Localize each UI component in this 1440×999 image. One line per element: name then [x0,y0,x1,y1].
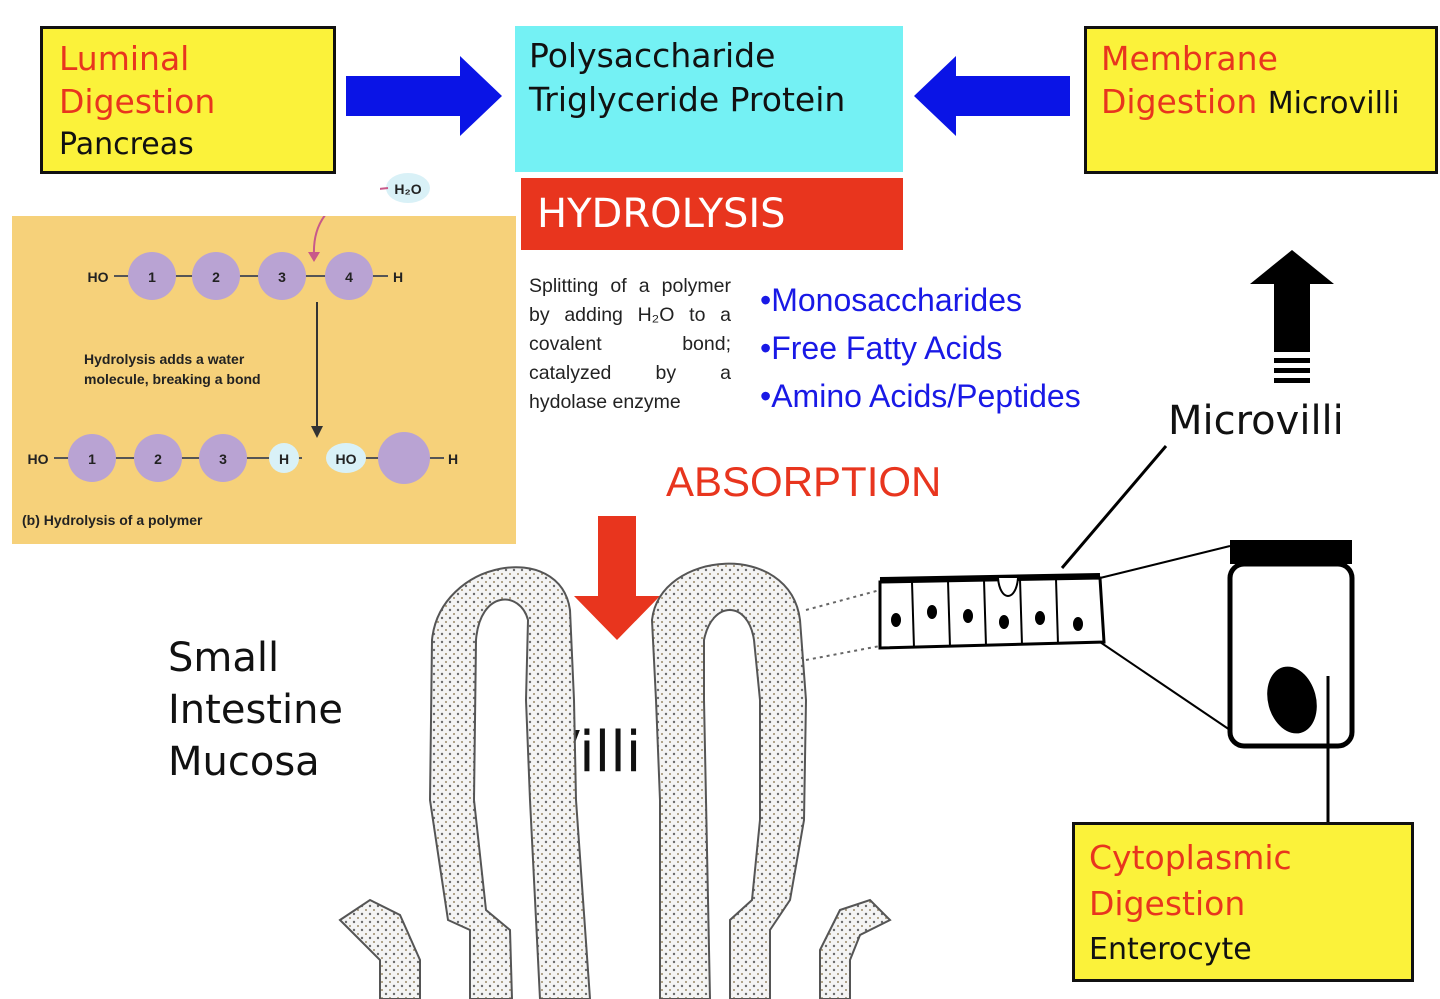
membrane-site: Microvilli [1267,86,1400,121]
membrane-title-line1: Membrane [1101,39,1278,78]
h-label: H [448,451,458,467]
h-bubble [269,443,299,473]
luminal-title-line1: Luminal [59,39,190,78]
substrates-line2: Triglyceride Protein [529,80,846,119]
hydrolysis-definition: Splitting of a polymer by adding H₂O to … [529,275,731,413]
luminal-arrow [346,56,502,136]
ho-label: HO [28,451,49,467]
product-item: •Free Fatty Acids [760,330,1003,366]
luminal-title-line2: Digestion [59,82,216,121]
inset-caption-line2: molecule, breaking a bond [84,371,261,387]
monomer-label: 3 [219,451,227,467]
monomer-1 [68,434,116,482]
epithelium-strip [878,573,1106,650]
villi-illustration [338,562,892,999]
enterocyte-cell [1227,540,1355,749]
upward-arrow [1250,250,1334,383]
water-molecule-icon: H₂O [380,173,430,203]
absorption-arrow [574,516,660,640]
products-list: •Monosaccharides •Free Fatty Acids •Amin… [760,276,1081,420]
monomer-3 [199,434,247,482]
cytoplasmic-title-line2: Digestion [1089,884,1246,923]
absorption-label: ABSORPTION [666,458,942,505]
luminal-digestion-box: Luminal Digestion Pancreas [40,26,336,174]
zoom-connector [805,589,881,611]
zoom-line [1099,641,1231,731]
cytoplasmic-site: Enterocyte [1089,932,1252,967]
mucosa-label: Small Intestine Mucosa [168,632,343,788]
mucosa-line1: Small [168,635,280,681]
zoom-connector [805,645,881,661]
monomer-4-released [378,432,430,484]
monomer-label: 3 [278,269,286,285]
water-label: H₂O [394,181,421,197]
substrates-box: Polysaccharide Triglyceride Protein [515,26,903,172]
membrane-digestion-box: Membrane Digestion Microvilli [1084,26,1438,174]
monomer-2 [134,434,182,482]
monomer-label: 2 [212,269,220,285]
membrane-title-line2: Digestion [1101,82,1258,121]
monomer-label: 4 [345,269,353,285]
h-backdrop [444,448,462,468]
h-label: H [279,451,289,467]
membrane-arrow [914,56,1070,136]
microvilli-label: Microvilli [1168,398,1344,444]
monomer-label: 1 [148,269,156,285]
cytoplasmic-title-line1: Cytoplasmic [1089,838,1292,877]
hydrolysis-inset: 1 2 3 4 HO H Hydrolysis adds a water mol… [12,174,516,544]
monomer-4 [325,252,373,300]
reaction-arrowhead [311,426,323,438]
ho-label: HO [336,451,357,467]
zoom-line [1099,545,1231,579]
ho-label: HO [88,269,109,285]
monomer-3 [258,252,306,300]
ho-backdrop [22,448,54,468]
h-backdrop [388,266,406,286]
product-item: •Monosaccharides [760,282,1022,318]
h-label: H [393,269,403,285]
product-item: •Amino Acids/Peptides [760,378,1081,414]
ho-backdrop [82,266,114,286]
monomer-2 [192,252,240,300]
water-arrowhead [308,252,320,262]
monomer-label: 1 [88,451,96,467]
inset-figure-caption: (b) Hydrolysis of a polymer [22,512,203,528]
hydrolysis-banner: HYDROLYSIS [521,178,903,250]
monomer-label: 2 [154,451,162,467]
mucosa-line3: Mucosa [168,739,320,785]
hydrolysis-inset-diagram: 1 2 3 4 HO H Hydrolysis adds a water mol… [22,174,462,528]
monomer-1 [128,252,176,300]
substrates-line1: Polysaccharide [529,36,776,75]
inset-caption-line1: Hydrolysis adds a water [84,351,245,367]
mucosa-line2: Intestine [168,687,344,733]
microvilli-pointer [1060,445,1168,569]
ho-bubble [326,443,366,473]
luminal-site: Pancreas [59,127,194,162]
cytoplasmic-digestion-box: Cytoplasmic Digestion Enterocyte [1072,822,1414,982]
